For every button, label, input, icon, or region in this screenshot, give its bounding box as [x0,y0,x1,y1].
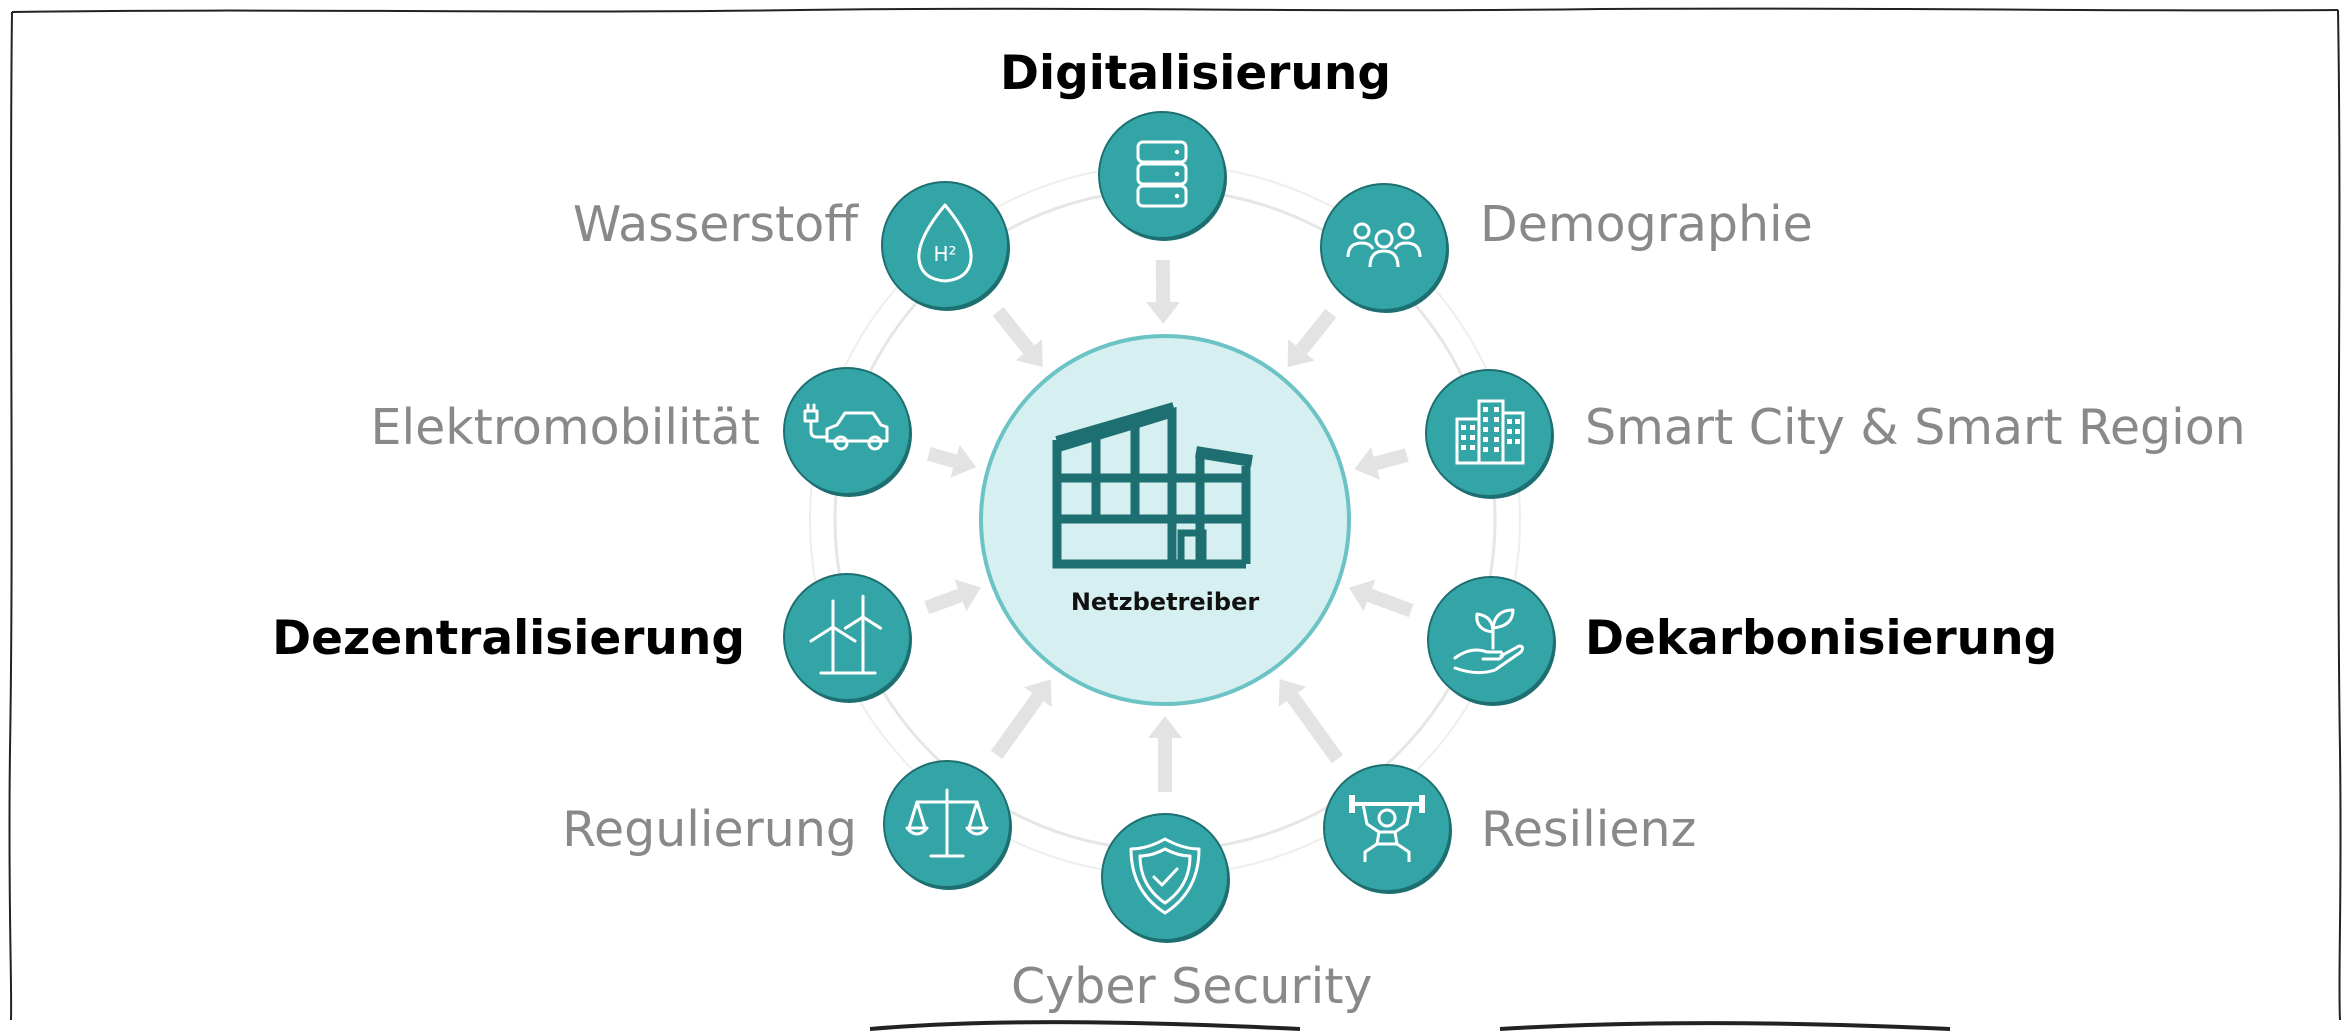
city-buildings-icon [1455,399,1525,465]
arrow-dekarbonisierung [1348,579,1414,618]
label-wasserstoff: Wasserstoff [572,196,858,253]
label-demographie: Demographie [1480,196,1813,253]
label-regulierung: Regulierung [562,801,857,858]
arrow-resilienz [1278,679,1343,764]
database-icon [1136,140,1188,208]
factory-building-icon [1052,402,1253,569]
arrow-elektromobilitaet [926,444,977,478]
factor-nodes: H² [783,111,1556,943]
label-dezentralisierung: Dezentralisierung [272,611,745,666]
arrows-layer [924,259,1414,792]
node-resilienz [1323,764,1452,894]
wind-turbines-icon [809,594,883,675]
weightlifter-icon [1349,795,1425,862]
hand-plant-icon [1453,608,1525,675]
node-smart-city [1425,369,1554,499]
node-dezentralisierung [783,573,912,703]
arrow-smart-city [1354,447,1409,480]
center-label: Netzbetreiber [1070,588,1260,616]
node-digitalisierung [1098,111,1227,241]
node-elektromobilitaet [783,367,912,497]
electric-car-icon [803,403,889,451]
node-cyber-security [1101,813,1230,943]
arrow-cyber-security [1148,716,1182,792]
arrow-digitalisierung [1146,259,1181,325]
label-resilienz: Resilienz [1481,801,1697,858]
node-dekarbonisierung [1427,576,1556,706]
shield-check-icon [1129,837,1201,915]
label-cyber-security: Cyber Security [1011,958,1373,1015]
hydrogen-symbol-text: H² [933,242,956,266]
hydrogen-drop-icon: H² [917,203,973,283]
label-smart-city: Smart City & Smart Region [1585,399,2246,456]
label-dekarbonisierung: Dekarbonisierung [1585,611,2058,666]
node-regulierung [883,760,1012,890]
arrow-demographie [1287,308,1337,368]
label-elektromobilitaet: Elektromobilität [370,399,760,456]
label-digitalisierung: Digitalisierung [1000,46,1391,101]
node-wasserstoff: H² [881,181,1010,311]
arrow-regulierung [990,679,1052,760]
arrow-wasserstoff [992,307,1043,367]
people-group-icon [1346,222,1422,268]
scales-icon [905,788,989,858]
node-demographie [1320,183,1449,313]
arrow-dezentralisierung [924,579,982,615]
